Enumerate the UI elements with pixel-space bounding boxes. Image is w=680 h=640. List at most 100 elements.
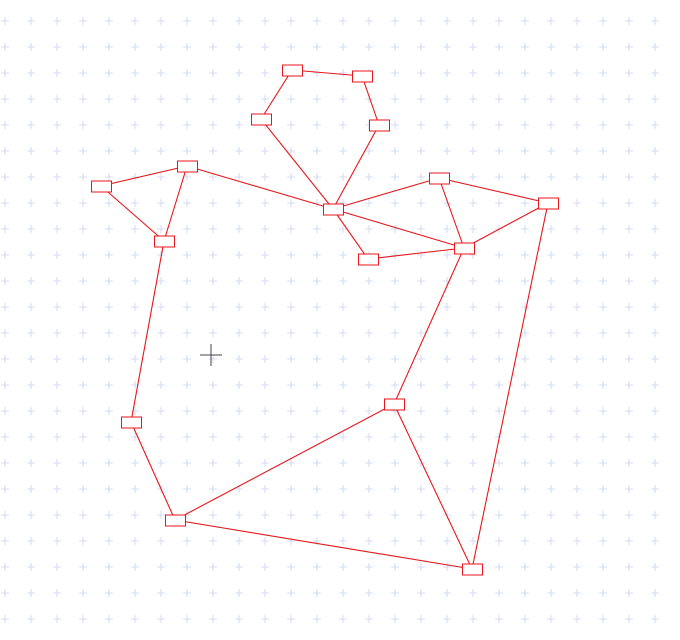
grid-plus-mark [105,225,113,233]
grid-plus-mark [235,407,243,415]
edge-n6-n10[interactable] [100,185,165,242]
grid-plus-mark [131,43,139,51]
grid-plus-mark [209,589,217,597]
edge-n15-n16[interactable] [174,519,473,570]
grid-plus-mark [261,329,269,337]
node-n16[interactable] [462,563,483,576]
edge-n3-n9[interactable] [260,118,334,210]
edge-n11-n13[interactable] [393,247,465,405]
grid-plus-mark [313,589,321,597]
node-n15[interactable] [165,514,186,527]
grid-plus-mark [157,355,165,363]
grid-plus-mark [183,69,191,77]
grid-plus-mark [391,199,399,207]
edge-n11-n12[interactable] [367,247,465,260]
edge-n1-n2[interactable] [291,69,363,77]
grid-plus-mark [339,121,347,129]
grid-plus-mark [391,485,399,493]
grid-plus-mark [287,355,295,363]
grid-plus-mark [209,43,217,51]
grid-plus-mark [625,615,633,623]
edge-n2-n4[interactable] [361,75,380,126]
edge-n9-n11[interactable] [332,208,465,249]
grid-plus-mark [287,43,295,51]
node-n3[interactable] [251,113,272,126]
grid-plus-mark [183,95,191,103]
node-layer [91,64,559,576]
grid-plus-mark [183,589,191,597]
edge-n14-n15[interactable] [130,421,176,521]
edge-n5-n10[interactable] [163,165,188,242]
grid-plus-mark [1,303,9,311]
edge-n7-n8[interactable] [438,177,549,204]
grid-plus-mark [183,277,191,285]
node-n14[interactable] [121,416,142,429]
grid-plus-mark [157,199,165,207]
node-n11[interactable] [454,242,475,255]
grid-plus-mark [573,277,581,285]
edge-n9-n12[interactable] [332,208,369,260]
edge-n15-n13[interactable] [174,403,395,521]
grid-plus-mark [53,511,61,519]
edge-layer [100,69,549,570]
grid-plus-mark [599,329,607,337]
grid-plus-mark [599,589,607,597]
node-n2[interactable] [352,70,373,83]
grid-plus-mark [53,225,61,233]
edge-n10-n14[interactable] [130,240,165,423]
edge-n4-n9[interactable] [332,124,380,210]
node-n7[interactable] [429,172,450,185]
grid-plus-mark [625,43,633,51]
edge-n8-n16[interactable] [471,202,549,570]
node-n4[interactable] [369,119,390,132]
grid-plus-mark [469,17,477,25]
node-n8[interactable] [538,197,559,210]
node-n10[interactable] [154,235,175,248]
node-n13[interactable] [384,398,405,411]
grid-plus-mark [157,173,165,181]
grid-plus-mark [235,147,243,155]
grid-plus-mark [495,303,503,311]
grid-plus-mark [261,485,269,493]
grid-plus-mark [417,381,425,389]
grid-plus-mark [209,355,217,363]
edge-n8-n11[interactable] [463,202,549,249]
grid-plus-mark [365,329,373,337]
grid-plus-mark [443,589,451,597]
grid-plus-mark [495,43,503,51]
grid-plus-mark [157,69,165,77]
grid-plus-mark [443,537,451,545]
node-n12[interactable] [358,253,379,266]
grid-plus-mark [131,615,139,623]
grid-plus-mark [469,95,477,103]
grid-plus-mark [287,511,295,519]
edge-n13-n16[interactable] [393,403,473,570]
edge-n1-n3[interactable] [260,69,293,120]
grid-plus-mark [521,17,529,25]
edge-n9-n7[interactable] [332,177,440,210]
grid-plus-mark [53,381,61,389]
grid-plus-mark [157,95,165,103]
grid-plus-mark [365,355,373,363]
edge-n7-n11[interactable] [438,177,465,249]
grid-plus-mark [53,433,61,441]
edge-n5-n6[interactable] [100,165,188,187]
node-n6[interactable] [91,180,112,193]
grid-plus-mark [417,355,425,363]
grid-plus-mark [27,355,35,363]
grid-plus-mark [573,69,581,77]
node-n1[interactable] [282,64,303,77]
edge-n5-n9[interactable] [186,165,334,210]
grid-plus-mark [521,251,529,259]
node-n5[interactable] [177,160,198,173]
grid-plus-mark [1,17,9,25]
grid-plus-mark [547,173,555,181]
grid-plus-mark [1,147,9,155]
grid-plus-mark [391,589,399,597]
node-n9[interactable] [323,203,344,216]
grid-plus-mark [131,563,139,571]
grid-plus-mark [625,459,633,467]
grid-plus-mark [287,433,295,441]
grid-plus-mark [417,277,425,285]
